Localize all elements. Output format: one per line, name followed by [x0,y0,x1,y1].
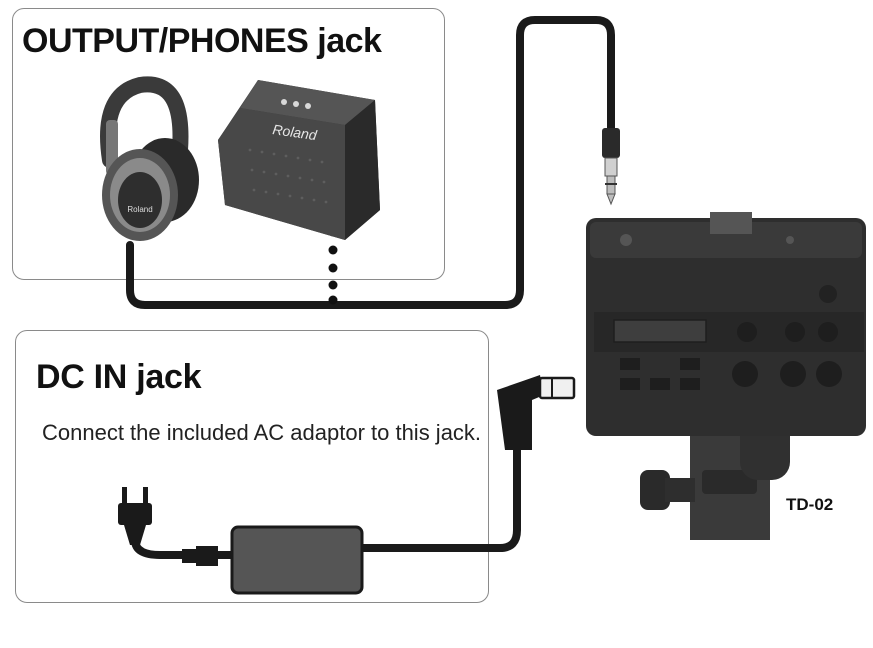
phone-plug-icon [602,128,620,206]
svg-text:Roland: Roland [272,121,319,143]
ac-adaptor-icon [182,525,364,595]
dc-in-description: Connect the included AC adaptor to this … [42,420,482,445]
device-label: TD-02 [786,495,834,514]
dc-cable-device [362,445,521,552]
svg-text:Roland: Roland [127,205,152,214]
td02-module-icon [586,212,866,436]
monitor-amp-icon: Roland [218,80,380,240]
ac-plug-icon [118,487,152,545]
device-stand-icon [640,410,790,540]
amp-dotted-connection [328,227,338,305]
headphones-icon: Roland [100,76,199,241]
phones-cable [126,16,615,309]
output-phones-title: OUTPUT/PHONES jack [22,22,382,60]
dc-plug-icon [497,375,576,450]
dc-in-title: DC IN jack [36,358,202,396]
